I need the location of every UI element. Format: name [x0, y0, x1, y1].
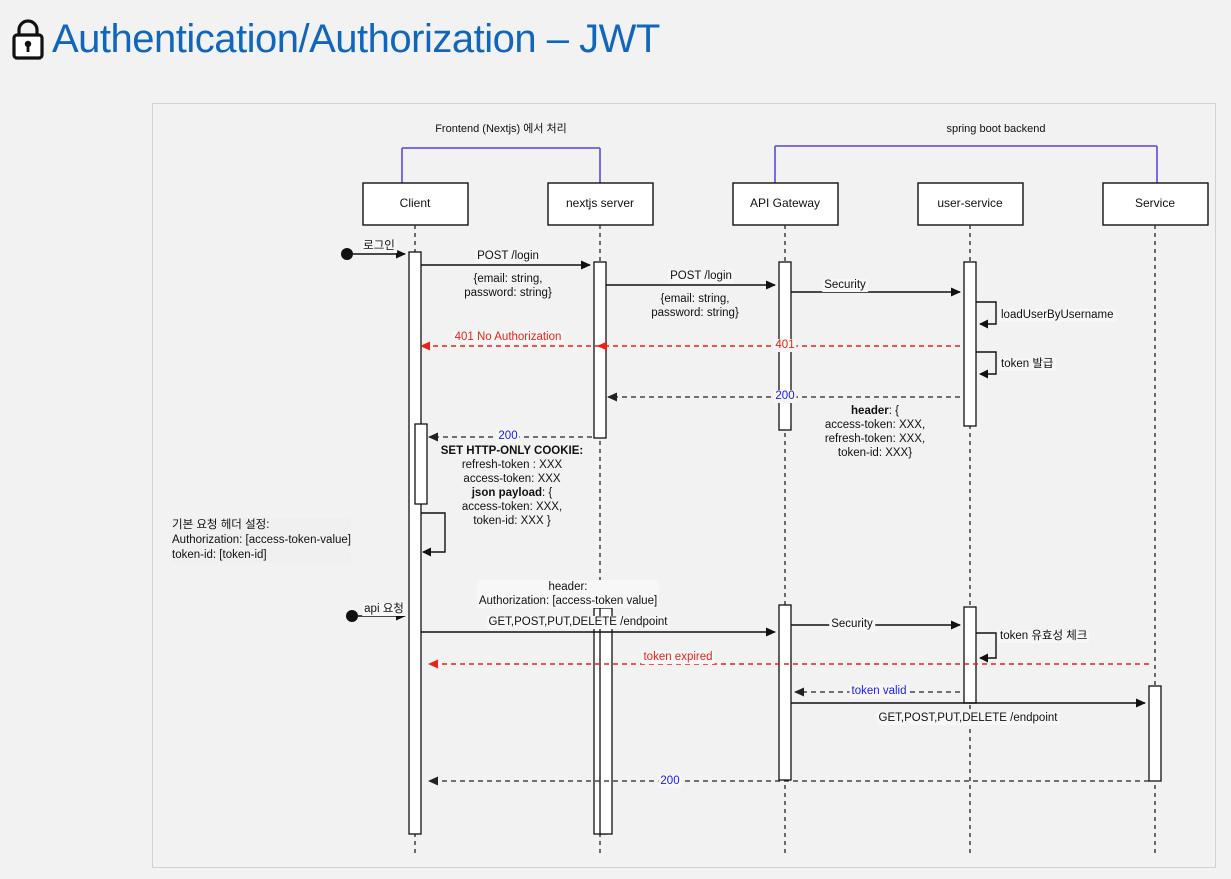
participant-label-client: Client: [399, 196, 431, 210]
message-note-set-cookie: SET HTTP-ONLY COOKIE: refresh-token : XX…: [440, 445, 584, 527]
message-label-post-login-client: POST /login: [475, 250, 541, 263]
message-note-auth-header: header: Authorization: [access-token val…: [476, 580, 660, 608]
message-label-200-final: 200: [658, 775, 682, 788]
message-label-200-nextjs: 200: [773, 390, 797, 403]
message-label-api-request: api 요청: [362, 603, 406, 616]
message-label-login-payload-client: {email: string,password: string}: [464, 273, 552, 299]
actor-start-dot-login: [341, 248, 353, 260]
group-bracket-backend: [774, 145, 1158, 183]
self-message-token-check: [976, 632, 997, 663]
page-title-text: Authentication/Authorization – JWT: [52, 17, 660, 61]
participant-label-api-gateway: API Gateway: [749, 196, 821, 210]
message-label-security-1: Security: [822, 279, 868, 292]
message-note-header-tokens: header: { access-token: XXX, refresh-tok…: [824, 405, 926, 459]
message-label-token-valid: token valid: [849, 685, 909, 698]
actor-start-dot-api: [346, 610, 358, 622]
message-label-load-user-by-username: loadUserByUsername: [999, 309, 1116, 322]
message-label-token-issue: token 발급: [999, 358, 1056, 371]
message-label-endpoint-service: GET,POST,PUT,DELETE /endpoint: [876, 712, 1060, 725]
message-label-security-2: Security: [829, 618, 875, 631]
note-default-request-headers: 기본 요청 헤더 설정: Authorization: [access-toke…: [172, 518, 351, 563]
message-label-endpoint-gateway: GET,POST,PUT,DELETE /endpoint: [486, 616, 670, 629]
message-label-401: 401: [773, 339, 797, 352]
message-label-login: 로그인: [361, 240, 397, 253]
message-label-login-payload-gateway: {email: string,password: string}: [651, 293, 739, 319]
participant-label-service: Service: [1134, 196, 1176, 210]
group-bracket-frontend: [401, 147, 601, 183]
lock-icon: [12, 19, 44, 60]
message-label-token-expired: token expired: [641, 651, 715, 664]
self-message-default-headers: [421, 512, 446, 557]
message-label-token-validity-check: token 유효성 체크: [998, 630, 1090, 643]
message-label-200-client: 200: [496, 430, 520, 443]
group-label-frontend: Frontend (Nextjs) 에서 처리: [435, 123, 567, 135]
group-label-backend: spring boot backend: [946, 123, 1046, 135]
message-label-401-no-authorization: 401 No Authorization: [452, 331, 564, 344]
message-label-post-login-gateway: POST /login: [668, 270, 734, 283]
activation-bars: [408, 251, 1162, 835]
diagram-frame: [152, 103, 1216, 868]
participant-box-service[interactable]: [1102, 182, 1209, 226]
self-message-token-issue: [976, 351, 997, 379]
participant-label-nextjs-server: nextjs server: [565, 196, 635, 210]
participant-label-user-service: user-service: [937, 196, 1003, 210]
self-message-load-user: [976, 301, 997, 329]
page-title: Authentication/Authorization – JWT: [8, 8, 660, 70]
